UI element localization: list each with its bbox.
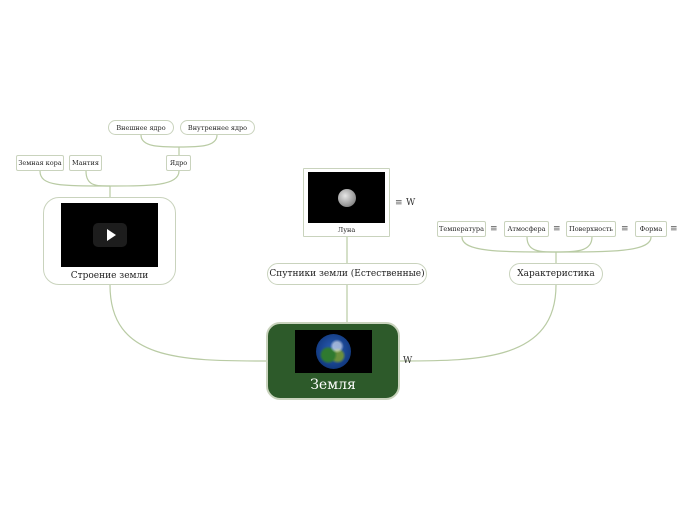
- node-label: Мантия: [72, 159, 99, 167]
- play-icon[interactable]: [92, 223, 127, 247]
- node-label: Температура: [439, 225, 484, 233]
- node-inner-core[interactable]: Внутреннее ядро: [180, 120, 255, 135]
- node-atmosphere[interactable]: Атмосфера: [504, 221, 549, 237]
- node-label: Земная кора: [18, 159, 62, 167]
- node-shape[interactable]: Форма: [635, 221, 667, 237]
- node-surface[interactable]: Поверхность: [566, 221, 616, 237]
- moon-image: [308, 172, 385, 223]
- moon-icon: [338, 189, 356, 207]
- node-label: Строение земли: [70, 271, 149, 281]
- root-label: Земля: [310, 377, 356, 393]
- menu-icon[interactable]: ≡: [490, 224, 498, 234]
- node-satellites[interactable]: Спутники земли (Естественные): [267, 263, 427, 285]
- node-characteristics[interactable]: Характеристика: [509, 263, 603, 285]
- node-label: Атмосфера: [507, 225, 546, 233]
- menu-icon[interactable]: ≡: [395, 198, 403, 208]
- earth-icon: [315, 334, 351, 369]
- menu-icon[interactable]: ≡: [621, 224, 629, 234]
- earth-image: [294, 330, 372, 373]
- node-core[interactable]: Ядро: [166, 155, 191, 171]
- node-label: Характеристика: [517, 269, 595, 279]
- wikipedia-icon[interactable]: W: [403, 356, 413, 366]
- node-mantle[interactable]: Мантия: [69, 155, 102, 171]
- node-label: Внешнее ядро: [116, 123, 166, 132]
- node-label: Внутреннее ядро: [187, 123, 248, 132]
- node-label: Луна: [337, 226, 356, 234]
- node-temperature[interactable]: Температура: [437, 221, 486, 237]
- node-structure[interactable]: Строение земли: [43, 197, 176, 285]
- node-moon[interactable]: Луна: [303, 168, 390, 237]
- node-label: Спутники земли (Естественные): [269, 269, 425, 279]
- node-label: Ядро: [169, 159, 188, 167]
- node-crust[interactable]: Земная кора: [16, 155, 64, 171]
- menu-icon[interactable]: ≡: [670, 224, 678, 234]
- menu-icon[interactable]: ≡: [553, 224, 561, 234]
- node-outer-core[interactable]: Внешнее ядро: [108, 120, 174, 135]
- root-node[interactable]: Земля: [266, 322, 400, 400]
- wikipedia-icon[interactable]: W: [406, 198, 416, 208]
- video-thumbnail[interactable]: [61, 203, 158, 267]
- node-label: Форма: [639, 225, 663, 233]
- node-label: Поверхность: [569, 225, 613, 233]
